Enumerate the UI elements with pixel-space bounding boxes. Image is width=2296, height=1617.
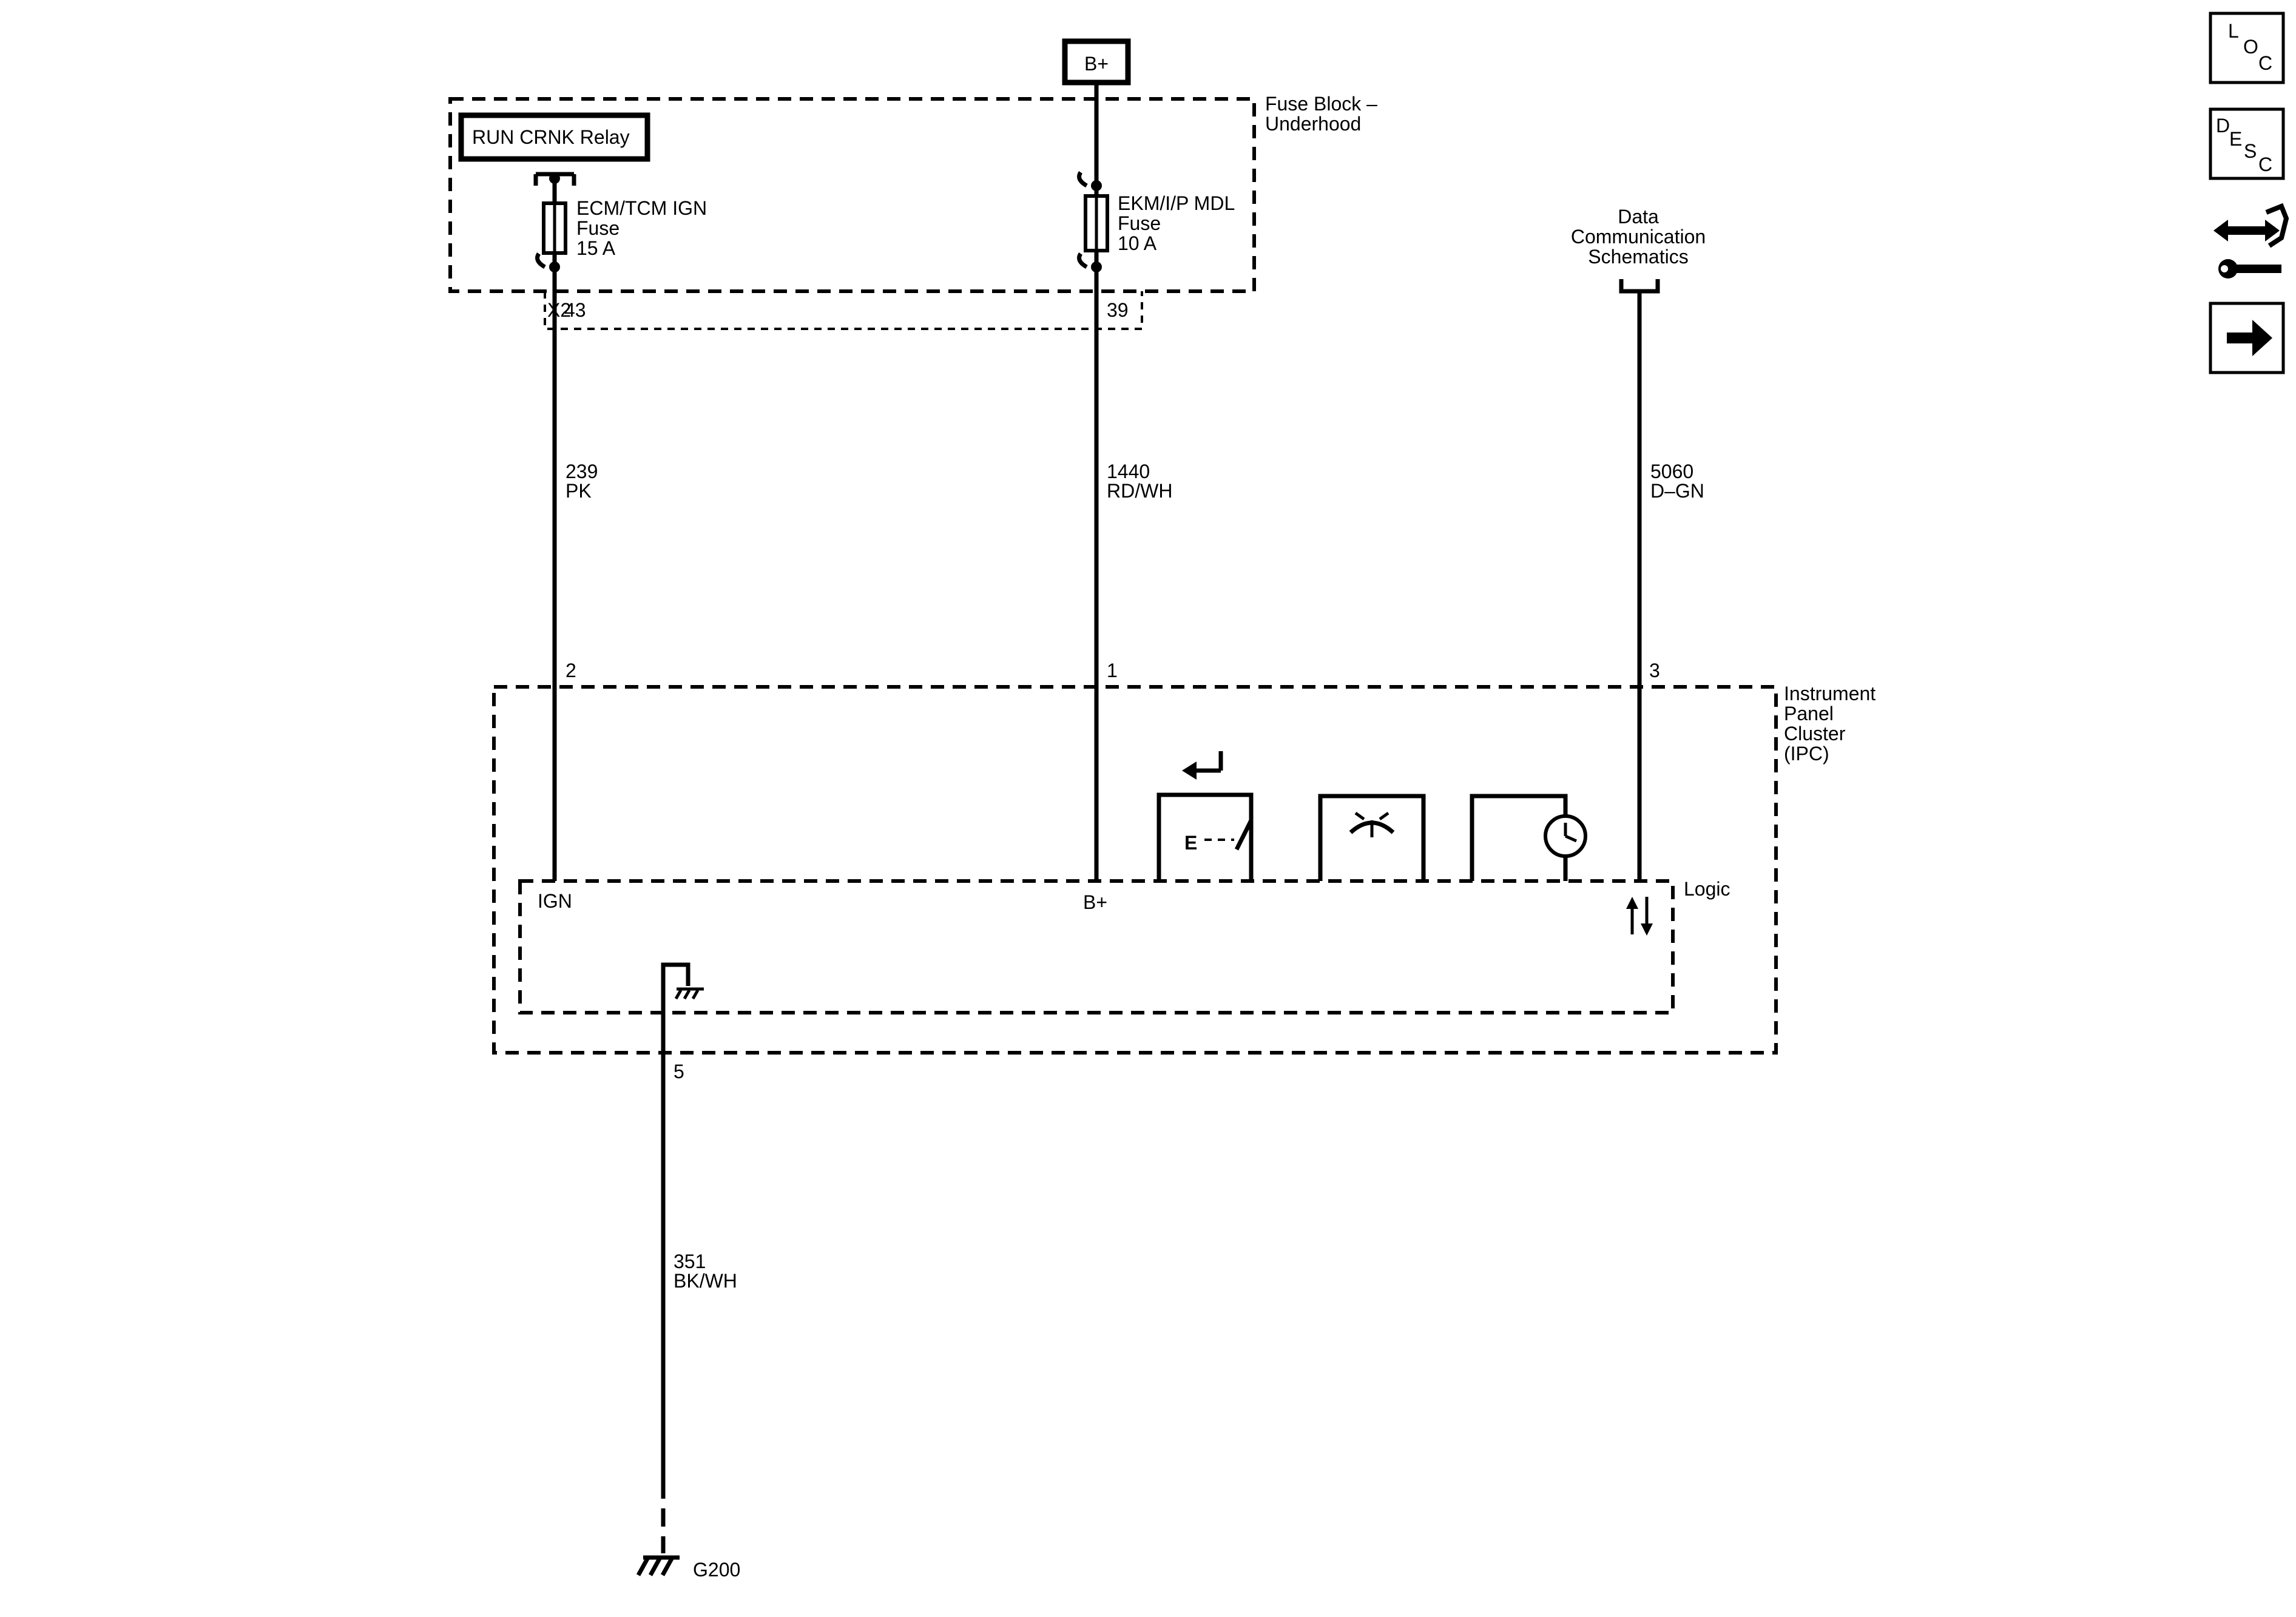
loc-letter-1: L [2228, 20, 2239, 42]
switch-input-icon: E [1156, 751, 1254, 881]
run-crank-relay: RUN CRNK Relay [458, 112, 650, 162]
ipc-internal-ground-icon [661, 962, 704, 1053]
ipc-label-1: Instrument [1784, 683, 1876, 704]
fuse2-name-2: Fuse [1118, 212, 1161, 234]
wire-351-bk-wh: 5 351 BK/WH [661, 1053, 737, 1553]
loc-letter-2: O [2243, 36, 2258, 58]
wire-239-circuit: 239 [566, 461, 598, 482]
ipc-pin-ground: 5 [674, 1061, 684, 1082]
connector-x2: X2 43 39 [544, 291, 1143, 330]
wire-239-pk: 239 PK [552, 267, 598, 881]
indicator-lamp-icon [1318, 794, 1426, 881]
next-page-button[interactable] [2209, 302, 2285, 374]
fuse1-name-1: ECM/TCM IGN [576, 197, 707, 219]
fuse-block-label-1: Fuse Block – [1265, 93, 1377, 115]
fuse1-rating: 15 A [576, 237, 616, 259]
ipc-label-4: (IPC) [1784, 743, 1829, 765]
ipc-label-2: Panel [1784, 703, 1834, 724]
desc-letter-3: S [2244, 140, 2257, 162]
data-comm-label-3: Schematics [1588, 246, 1688, 268]
fuse2-name-1: EKM/I/P MDL [1118, 192, 1235, 214]
wire-1440-color: RD/WH [1107, 480, 1172, 502]
desc-letter-4: C [2258, 154, 2272, 175]
wire-5060-circuit: 5060 [1650, 461, 1693, 482]
ipc-logic-module: IGN B+ Logic [518, 878, 1730, 1014]
ipc-pin-data: 3 [1649, 660, 1660, 681]
fuse-ekm-ip-mdl: EKM/I/P MDL Fuse 10 A [1077, 83, 1235, 272]
connector-wrench-button[interactable] [2213, 203, 2289, 279]
battery-source-label: B+ [1084, 53, 1109, 75]
battery-source: B+ [1062, 38, 1131, 86]
fuse2-pin: 39 [1107, 299, 1129, 321]
desc-letter-2: E [2229, 128, 2242, 150]
location-button[interactable]: L O C [2209, 12, 2285, 84]
wire-1440-circuit: 1440 [1107, 461, 1150, 482]
ipc-pin-ign: 2 [566, 660, 576, 681]
fuse1-name-2: Fuse [576, 217, 620, 239]
wire-5060-d-gn: 5060 D–GN [1637, 291, 1704, 881]
gauge-clock-icon [1470, 794, 1587, 881]
wire-239-color: PK [566, 480, 592, 502]
loc-letter-3: C [2258, 52, 2272, 74]
instrument-panel-cluster: Instrument Panel Cluster (IPC) 2 1 3 [492, 660, 1876, 1055]
fuse2-rating: 10 A [1118, 232, 1157, 254]
ground-g200-label: G200 [693, 1559, 740, 1581]
fuse-block-underhood: Fuse Block – Underhood [448, 93, 1377, 293]
fuse-block-label-2: Underhood [1265, 113, 1361, 135]
fuse-ecm-tcm-ign: ECM/TCM IGN Fuse 15 A [533, 172, 707, 272]
data-comm-label-2: Communication [1571, 226, 1706, 248]
description-button[interactable]: D E S C [2209, 107, 2285, 180]
desc-letter-1: D [2216, 115, 2230, 137]
right-arrow-icon [2252, 320, 2272, 356]
ground-g200: G200 [636, 1555, 740, 1581]
wire-1440-rd-wh: 1440 RD/WH [1094, 267, 1172, 881]
svg-text:E: E [1184, 832, 1197, 854]
ipc-ign-label: IGN [538, 890, 572, 912]
data-comm-label-1: Data [1618, 206, 1659, 228]
ipc-logic-label: Logic [1684, 878, 1730, 900]
wire-5060-color: D–GN [1650, 480, 1704, 502]
data-communication-schematics-link[interactable]: Data Communication Schematics [1571, 206, 1706, 294]
data-bidirectional-arrows-icon [1626, 897, 1653, 936]
wire-351-color: BK/WH [674, 1270, 737, 1292]
ipc-label-3: Cluster [1784, 723, 1846, 744]
ipc-batt-label: B+ [1083, 891, 1107, 913]
connector-x2-label: X2 [547, 299, 571, 321]
fuse1-pin: 43 [564, 299, 586, 321]
ipc-pin-batt: 1 [1107, 660, 1118, 681]
wire-351-circuit: 351 [674, 1251, 706, 1272]
run-crank-relay-label: RUN CRNK Relay [472, 126, 630, 148]
